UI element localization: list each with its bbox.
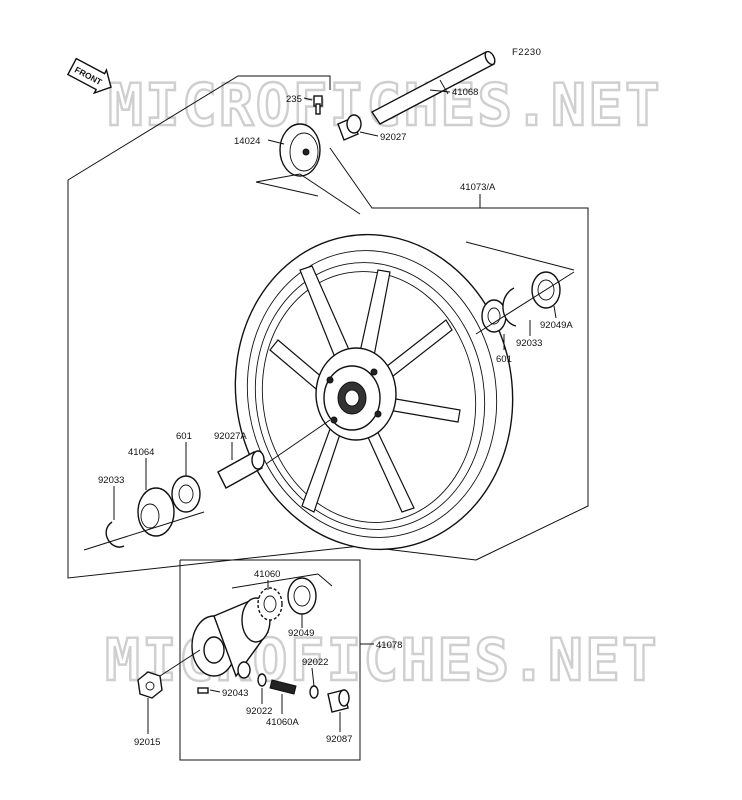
part-label: 41073/A: [460, 182, 496, 193]
cover-14024: [255, 123, 361, 215]
coupling-41064: [137, 487, 175, 537]
part-label: 92022: [302, 657, 328, 668]
bolt-235: [313, 95, 323, 115]
circlip-92033-right: [502, 287, 517, 327]
gear-41060: [257, 587, 283, 621]
pin-92043: [197, 687, 209, 694]
collar-small: [237, 661, 251, 679]
diagram-code: F2230: [512, 47, 541, 58]
part-label: 41060A: [266, 717, 299, 728]
washer-92022-left: [257, 673, 267, 687]
shaft-41060A: [269, 679, 297, 695]
frame-line: [67, 75, 331, 181]
part-label: 92015: [134, 737, 160, 748]
leader-line: [83, 511, 205, 551]
part-label: 601: [496, 354, 512, 365]
collar-92027: [337, 114, 362, 141]
part-label: 41078: [376, 640, 402, 651]
part-label: 92027: [380, 132, 406, 143]
bushing-92087: [327, 689, 350, 713]
circlip-92033-left: [105, 521, 125, 548]
washer-92022-right: [309, 685, 319, 699]
leader-line: [465, 241, 575, 271]
part-label: 92049A: [540, 320, 573, 331]
part-label: 92049: [288, 628, 314, 639]
wheel-assembly: [234, 233, 514, 551]
part-label: 41064: [128, 447, 154, 458]
watermark-bottom: MICROFICHES.NET: [105, 626, 659, 694]
part-label: 92033: [516, 338, 542, 349]
leader-line: [317, 573, 333, 587]
leader-line: [159, 649, 201, 677]
label-leaders: [113, 89, 557, 734]
part-label: 92022: [246, 706, 272, 717]
part-label: 92043: [222, 688, 248, 699]
leader-line: [265, 419, 331, 465]
part-label: 235: [286, 94, 302, 105]
part-label: 92027A: [214, 431, 247, 442]
frame-line: [329, 147, 589, 561]
part-label: 92033: [98, 475, 124, 486]
seal-92049: [287, 577, 317, 615]
part-label: 601: [176, 431, 192, 442]
frame-line: [67, 180, 361, 579]
part-label: 41068: [452, 87, 478, 98]
leader-line: [475, 271, 575, 335]
spacer-92027A: [217, 450, 265, 489]
bearing-601-left: [171, 475, 201, 513]
part-label: 92087: [326, 734, 352, 745]
leader-line: [231, 573, 319, 589]
part-label: 41060: [254, 569, 280, 580]
lower-box: [179, 559, 361, 761]
nut-92015: [137, 671, 163, 699]
part-label: 14024: [234, 136, 260, 147]
front-arrow-icon: FRONT: [66, 57, 112, 95]
